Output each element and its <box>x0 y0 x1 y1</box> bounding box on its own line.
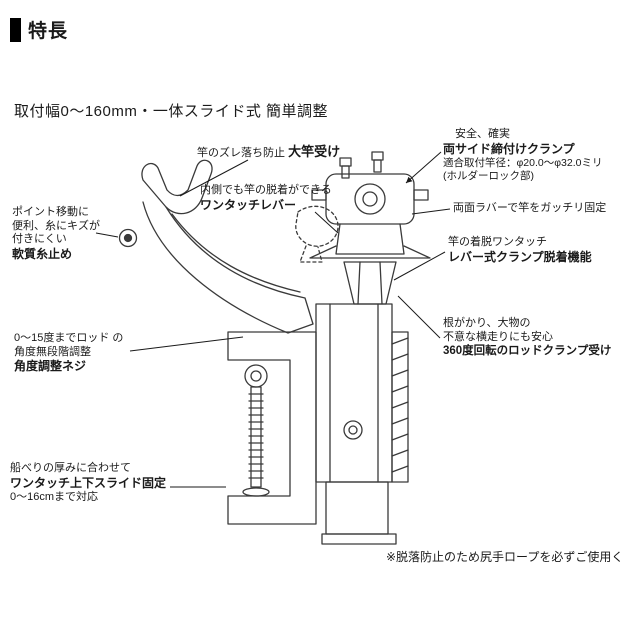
leader-angle-screw <box>129 336 244 352</box>
annotation-feature-name: 大竿受け <box>288 144 341 159</box>
annotation-spec: 適合取付竿径：φ20.0〜φ32.0ミリ <box>443 156 603 169</box>
leader-one-touch-lever <box>314 211 339 234</box>
annotation-desc: 両面ラバーで竿をガッチリ固定 <box>453 202 607 214</box>
leader-rotation-receiver <box>397 295 441 339</box>
annotation-slide-fixing: 船べりの厚みに合わせて ワンタッチ上下スライド固定 0〜16cmまで対応 <box>10 462 166 504</box>
leader-lever-clamp <box>393 251 446 281</box>
annotation-one-touch-lever: 内側でも竿の脱着ができる ワンタッチレバー <box>200 184 332 213</box>
annotation-desc: 付きにくい <box>12 233 67 245</box>
page-title: 特長 <box>28 21 69 42</box>
annotation-feature-name: ワンタッチ上下スライド固定 <box>10 475 167 490</box>
leader-lines <box>95 151 451 488</box>
leader-side-clamp <box>405 151 442 184</box>
annotation-rotation-receiver: 根がかり、大物の 不意な横走りにも安心 360度回転のロッドクランプ受け <box>443 317 611 359</box>
annotation-spec: (ホルダーロック部) <box>443 169 534 182</box>
annotation-desc: 竿のズレ落ち防止 <box>197 147 285 159</box>
line-stopper-eyelet <box>118 228 138 248</box>
c-clamp <box>227 331 317 525</box>
annotation-feature-name: 軟質糸止め <box>12 246 73 261</box>
leader-big-rod-rest <box>179 159 249 197</box>
rotation-cone-receiver <box>343 261 397 305</box>
annotation-rubber-grip: 両面ラバーで竿をガッチリ固定 <box>453 202 606 216</box>
leader-soft-line-stopper <box>95 232 119 238</box>
annotation-angle-screw: 0〜15度までロッド の 角度無段階調整 角度調整ネジ <box>14 332 123 374</box>
annotation-feature-name: 角度調整ネジ <box>14 359 87 373</box>
clamp-assembly <box>309 151 431 259</box>
annotation-big-rod-rest: 竿のズレ落ち防止 大竿受け <box>197 144 340 161</box>
annotation-desc: 不意な横走りにも安心 <box>443 330 553 343</box>
leader-rubber-grip <box>411 208 451 215</box>
annotation-desc: 内側でも竿の脱着ができる <box>200 184 332 196</box>
annotation-desc: 0〜15度までロッド の <box>14 332 124 344</box>
main-body-slide <box>315 303 409 545</box>
annotation-feature-name: 360度回転のロッドクランプ受け <box>443 345 612 357</box>
annotation-desc: 竿の着脱ワンタッチ <box>448 236 547 248</box>
annotation-feature-name: ワンタッチレバー <box>200 197 297 212</box>
section-header: 特長 <box>10 16 68 43</box>
annotation-desc: 根がかり、大物の <box>443 317 531 329</box>
one-touch-lever-outline <box>295 205 339 263</box>
annotation-side-clamp: 安全、確実 両サイド締付けクランプ 適合取付竿径：φ20.0〜φ32.0ミリ (… <box>443 128 603 183</box>
annotation-desc: 便利、糸にキズが <box>12 219 100 232</box>
annotation-desc: 船べりの厚みに合わせて <box>10 462 131 474</box>
title-accent-bar <box>10 17 21 42</box>
annotation-desc: 0〜16cmまで対応 <box>10 490 99 503</box>
annotation-desc: ポイント移動に <box>12 206 89 218</box>
clamp-screw <box>242 364 270 497</box>
diagram-heading: 取付幅0〜160mm・一体スライド式 簡単調整 <box>14 103 329 120</box>
safety-footnote: ※脱落防止のため尻手ロープを必ずご使用く <box>386 550 624 564</box>
annotation-lever-clamp: 竿の着脱ワンタッチ レバー式クランプ脱着機能 <box>448 236 592 265</box>
rod-rest-arm <box>118 159 314 334</box>
annotation-soft-line-stopper: ポイント移動に 便利、糸にキズが 付きにくい 軟質糸止め <box>12 206 100 262</box>
annotation-desc: 角度無段階調整 <box>14 345 91 358</box>
annotation-feature-name: レバー式クランプ脱着機能 <box>448 249 592 264</box>
annotation-feature-name: 両サイド締付けクランプ <box>443 141 575 156</box>
annotation-desc: 安全、確実 <box>455 128 510 140</box>
